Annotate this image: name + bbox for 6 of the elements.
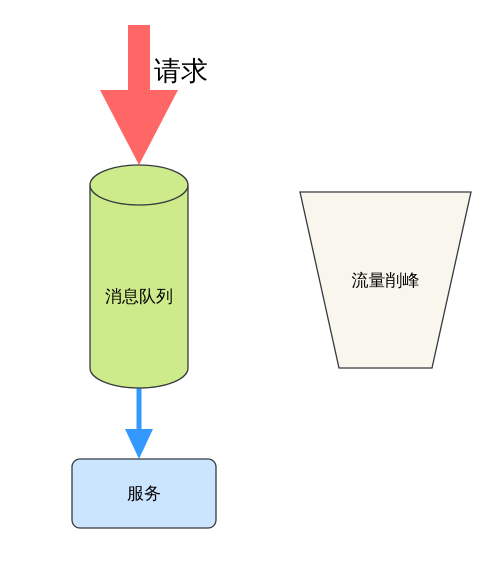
arrow xyxy=(125,388,153,459)
node-label: 流量削峰 xyxy=(352,270,420,292)
edge-label: 请求 xyxy=(154,55,208,89)
node-label: 服务 xyxy=(127,483,161,505)
arrow xyxy=(100,25,178,165)
node-label: 消息队列 xyxy=(105,286,173,308)
